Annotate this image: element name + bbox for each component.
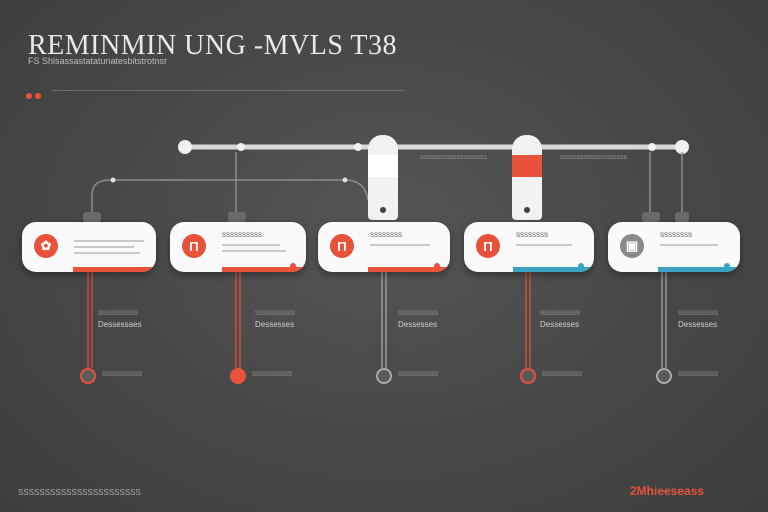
gate-icon: Π <box>330 234 354 258</box>
marker-caption: SSSSSSSSSS <box>542 372 583 378</box>
pillar-dot <box>524 207 530 213</box>
rail-joint <box>648 143 656 151</box>
text-line <box>74 240 144 242</box>
text-line <box>370 244 430 246</box>
dot <box>26 93 32 99</box>
stage-sublabel: SSSSSSSSSS <box>540 311 581 317</box>
rail-joint <box>354 143 362 151</box>
card-knob <box>578 263 584 269</box>
pillar-band <box>368 155 398 177</box>
flower-icon: ✿ <box>34 234 58 258</box>
stage-marker-icon <box>656 368 672 384</box>
pillar-caption: SSSSSSSSSSSSSSSSSSSS <box>420 155 487 161</box>
text-line <box>222 244 280 246</box>
header-divider <box>52 90 405 91</box>
text-line <box>660 244 718 246</box>
card-heading: SSSSSSSS <box>370 233 403 239</box>
stage-card[interactable]: ▣ SSSSSSSS <box>608 222 740 272</box>
gate-icon: Π <box>476 234 500 258</box>
text-line <box>74 246 134 248</box>
stage-card[interactable]: ✿ <box>22 222 156 272</box>
square-icon: ▣ <box>620 234 644 258</box>
stage-sublabel: SSSSSSSSSS <box>678 311 719 317</box>
footer-caption: SSSSSSSSSSSSSSSSSSSSSSS <box>18 488 141 497</box>
text-line <box>222 250 286 252</box>
dot <box>35 93 41 99</box>
stage-label: Dessesses <box>540 320 580 329</box>
stage-label: Dessessaes <box>98 320 142 329</box>
card-stripe <box>658 267 740 272</box>
card-heading: SSSSSSSSSS <box>222 233 263 239</box>
marker-caption: SSSSSSSSSS <box>678 372 719 378</box>
marker-caption: SSSSSSSSSS <box>398 372 439 378</box>
stage-sublabel: SSSSSSSSSS <box>98 311 139 317</box>
page-subtitle: FS Shlsassastatatunatesbitstrotnsr <box>28 56 168 66</box>
footer-brand: 2Mhieeseass <box>630 484 705 498</box>
page-title: REMINMIN UNG -MVLS T38 <box>28 30 398 61</box>
pillar-dot <box>380 207 386 213</box>
rail-end-right <box>675 140 689 154</box>
stage-label: Dessesses <box>678 320 718 329</box>
stage-sublabel: SSSSSSSSSS <box>255 311 296 317</box>
pillar-caption: SSSSSSSSSSSSSSSSSSSS <box>560 155 627 161</box>
stage-label: Dessesses <box>255 320 295 329</box>
pillar <box>368 135 398 220</box>
card-knob <box>290 263 296 269</box>
stage-sublabel: SSSSSSSSSS <box>398 311 439 317</box>
stage-label: Dessesses <box>398 320 438 329</box>
marker-caption: SSSSSSSSSS <box>252 372 293 378</box>
stage-card[interactable]: Π SSSSSSSS <box>464 222 594 272</box>
card-heading: SSSSSSSS <box>516 233 549 239</box>
text-line <box>516 244 572 246</box>
marker-caption: SSSSSSSSSS <box>102 372 143 378</box>
rail-end-left <box>178 140 192 154</box>
stage-marker-icon <box>520 368 536 384</box>
stage-marker-icon <box>230 368 246 384</box>
stage-marker-icon <box>376 368 392 384</box>
card-stripe <box>221 267 306 272</box>
text-line <box>74 252 140 254</box>
gate-icon: Π <box>182 234 206 258</box>
card-heading: SSSSSSSS <box>660 233 693 239</box>
pillar <box>512 135 542 220</box>
stage-card[interactable]: Π SSSSSSSS <box>318 222 450 272</box>
stage-card[interactable]: Π SSSSSSSSSS <box>170 222 306 272</box>
stage-marker-icon <box>80 368 96 384</box>
pillar-band <box>512 155 542 177</box>
accent-dots <box>26 86 44 104</box>
card-stripe <box>72 267 156 272</box>
card-knob <box>724 263 730 269</box>
card-stripe <box>513 267 594 272</box>
card-stripe <box>368 267 450 272</box>
rail-joint <box>237 143 245 151</box>
card-knob <box>434 263 440 269</box>
